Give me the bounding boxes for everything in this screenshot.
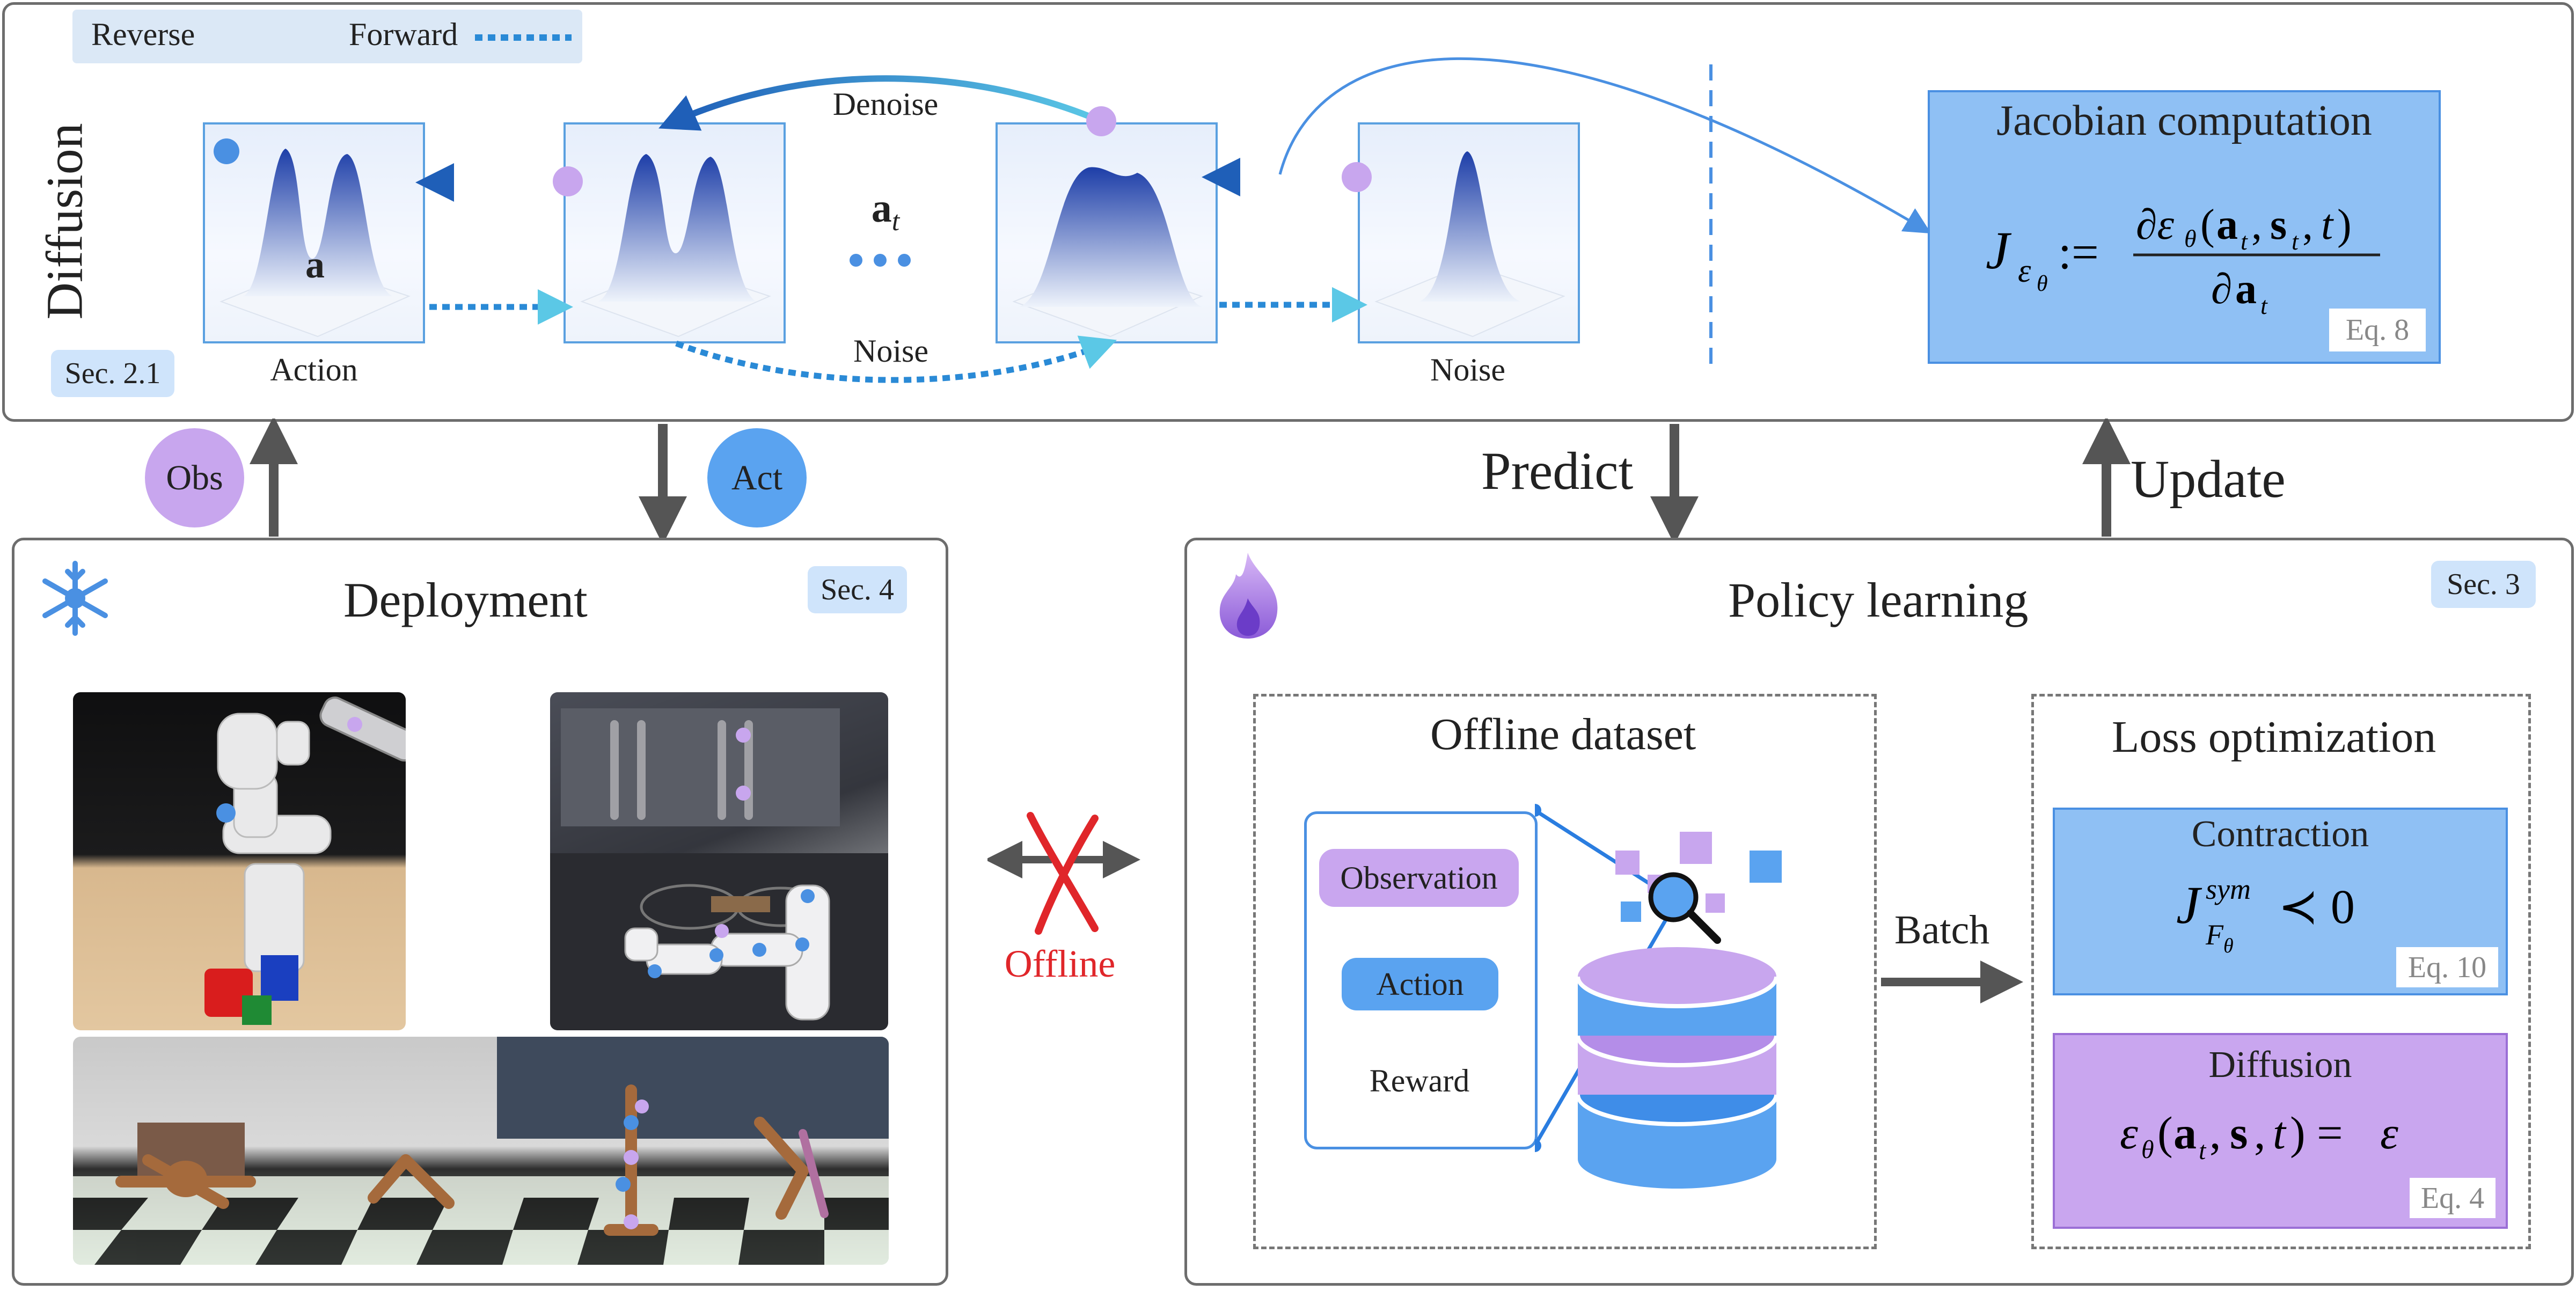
frame-noise (1358, 122, 1580, 343)
offline-label: Offline (1004, 942, 1116, 985)
noise-curve-label: Noise (853, 333, 928, 369)
locomotion-sim-image (73, 1037, 889, 1265)
svg-text:(: ( (2157, 1107, 2173, 1159)
svg-text:,: , (2254, 1107, 2266, 1159)
svg-text:∂: ∂ (2211, 266, 2233, 313)
loss-optimization-title: Loss optimization (2112, 712, 2436, 762)
policy-section-tag: Sec. 3 (2431, 561, 2536, 608)
svg-text:ε: ε (2018, 253, 2031, 289)
loss-optimization-box (2031, 694, 2531, 1249)
act-bubble: Act (707, 428, 807, 527)
legend-forward-label: Forward (349, 17, 458, 52)
svg-text:a: a (2174, 1107, 2197, 1159)
svg-text:sym: sym (2206, 873, 2251, 905)
jacobian-title: Jacobian computation (1996, 97, 2372, 144)
legend-reverse-line (223, 34, 309, 41)
flame-icon (1219, 553, 1278, 639)
svg-text:,: , (2209, 1107, 2221, 1159)
frame-noise-caption: Noise (1430, 352, 1505, 387)
jacobian-eq-tag: Eq. 8 (2329, 309, 2426, 351)
connector-arrows (250, 419, 2131, 545)
svg-text:): ) (2337, 201, 2352, 248)
svg-text:θ: θ (2141, 1135, 2154, 1164)
svg-text:t: t (2199, 1137, 2207, 1165)
contraction-equation: J sym F θ ≺ 0 (2176, 873, 2355, 957)
real-robot-image (73, 692, 406, 1030)
svg-text:∂ε: ∂ε (2136, 201, 2175, 248)
svg-text:J: J (1986, 221, 2012, 280)
deployment-title: Deployment (343, 573, 588, 627)
bimodal-surface-icon (580, 154, 771, 338)
svg-text:a: a (2216, 201, 2238, 248)
reward-label: Reward (1369, 1063, 1470, 1098)
svg-text:) =: ) = (2290, 1107, 2343, 1159)
svg-text:t: t (2273, 1107, 2287, 1159)
diffusion-loss-eq-tag: Eq. 4 (2410, 1178, 2496, 1218)
observation-pill: Observation (1319, 849, 1519, 907)
snowflake-icon (42, 561, 108, 636)
svg-text:t: t (2260, 292, 2268, 319)
middle-at-symbol: at (853, 185, 918, 237)
frame-action: a (203, 122, 425, 343)
frame-action-caption: Action (270, 352, 358, 387)
svg-text:θ: θ (2223, 935, 2234, 957)
diffusion-section-tag: Sec. 2.1 (51, 350, 174, 397)
contraction-title: Contraction (2191, 813, 2369, 855)
update-label: Update (2131, 449, 2286, 509)
svg-text:t: t (2321, 201, 2334, 248)
kitchen-sim-image (550, 692, 888, 1030)
svg-text:F: F (2205, 919, 2224, 951)
svg-text:≺ 0: ≺ 0 (2278, 881, 2355, 934)
svg-text:s: s (2270, 201, 2287, 248)
legend-reverse-label: Reverse (91, 17, 195, 52)
svg-text:(: ( (2200, 201, 2215, 248)
svg-text:t: t (2292, 228, 2299, 255)
predict-label: Predict (1481, 441, 1634, 501)
offline-dataset-box (1253, 694, 1877, 1249)
denoise-label: Denoise (832, 86, 939, 122)
middle-at-main: a (871, 186, 892, 231)
deployment-section-tag: Sec. 4 (808, 566, 907, 613)
middle-at-sub: t (891, 206, 900, 237)
frame-step2 (996, 122, 1218, 343)
svg-text:t: t (2241, 228, 2248, 255)
offline-dataset-title: Offline dataset (1430, 709, 1696, 759)
gaussian-surface-icon (1374, 151, 1565, 338)
diffusion-loss-title: Diffusion (2208, 1044, 2352, 1086)
contraction-eq-tag: Eq. 10 (2396, 947, 2498, 987)
svg-text:θ: θ (2037, 272, 2048, 296)
database-icon (1535, 804, 1782, 1189)
batch-label: Batch (1894, 907, 1990, 952)
frame-action-symbol: a (305, 243, 325, 286)
svg-text:,: , (2251, 201, 2262, 248)
obs-bubble: Obs (145, 428, 244, 527)
svg-text:ε: ε (2120, 1107, 2138, 1159)
policy-title: Policy learning (1728, 573, 2029, 627)
jacobian-equation: J ε θ := ∂ε θ ( a t , s t , t ) ∂ a t (1986, 201, 2380, 319)
diffusion-arrows (415, 57, 1931, 383)
diffusion-loss-equation: ε θ ( a t , s , t ) = ε (2120, 1107, 2398, 1165)
svg-text:θ: θ (2184, 225, 2197, 252)
legend-forward-line (475, 34, 572, 41)
offline-blocked-arrow (987, 812, 1140, 935)
action-pill: Action (1342, 958, 1498, 1010)
svg-text::=: := (2058, 226, 2099, 279)
batch-arrow (1881, 961, 2023, 1003)
ellipsis-dots-icon (850, 254, 911, 267)
svg-text:s: s (2230, 1107, 2248, 1159)
svg-text:a: a (2235, 266, 2257, 313)
svg-text:,: , (2302, 201, 2313, 248)
merged-surface-icon (1012, 167, 1203, 338)
bimodal-surface-icon (214, 138, 411, 338)
svg-text:J: J (2176, 875, 2202, 935)
svg-text:ε: ε (2380, 1107, 2398, 1159)
frame-step1 (564, 122, 786, 343)
legend (72, 10, 582, 63)
